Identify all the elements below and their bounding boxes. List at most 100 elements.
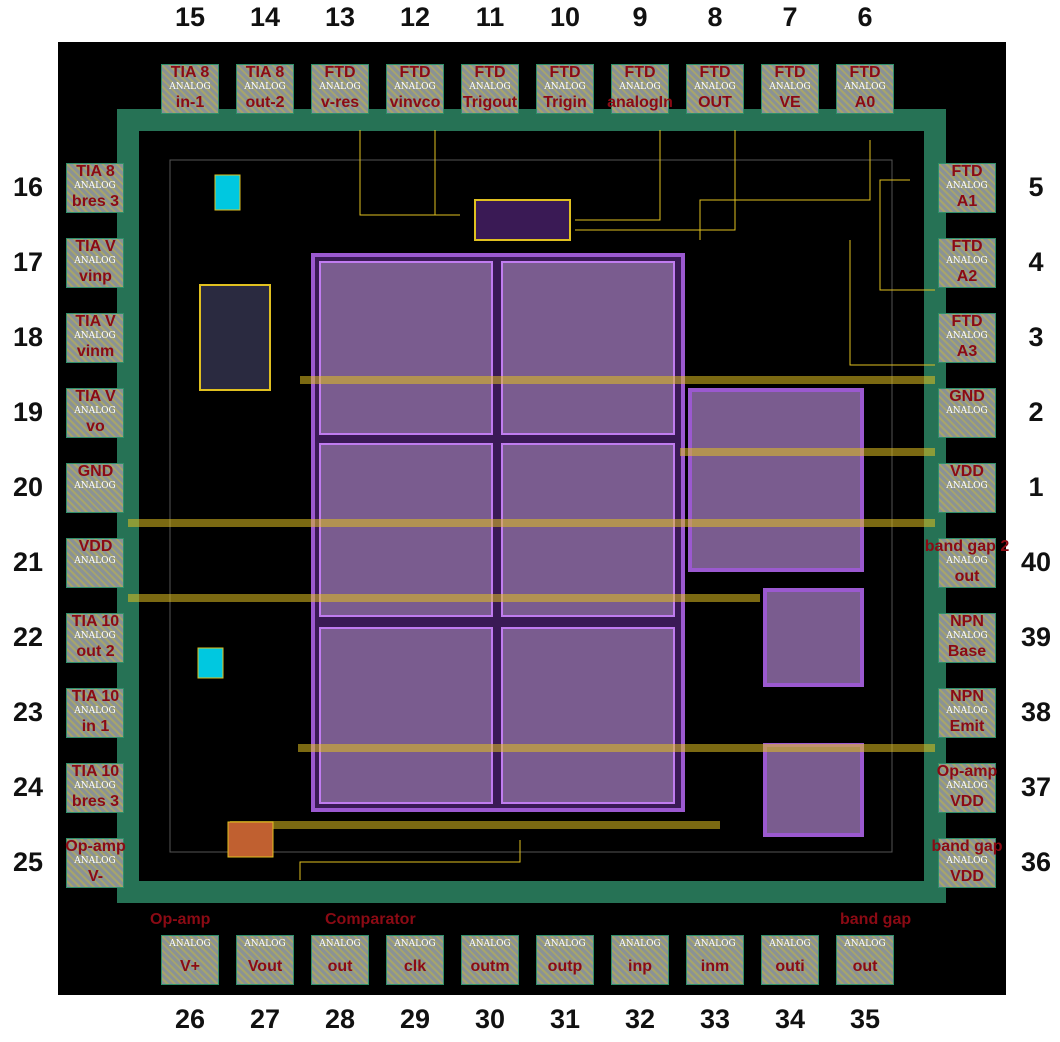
bond-pad: ANALOG — [536, 935, 594, 985]
pad-number: 40 — [1020, 547, 1052, 577]
pad-label-line2: A3 — [956, 343, 978, 360]
pad-number: 30 — [474, 1004, 506, 1034]
pad-type-label: ANALOG — [619, 939, 661, 949]
pad-label-line2: bres 3 — [71, 193, 120, 210]
pad-number: 15 — [174, 2, 206, 32]
pad-number: 2 — [1028, 397, 1044, 427]
pad-label-line1: FTD — [849, 64, 881, 81]
bond-pad: ANALOG — [66, 463, 124, 513]
pad-label: V+ — [153, 958, 227, 975]
bond-pad: ANALOG — [66, 613, 124, 663]
pad-type-label: ANALOG — [394, 939, 436, 949]
bond-pad: ANALOG — [161, 935, 219, 985]
pad-label-line2: bres 3 — [71, 793, 120, 810]
pad-label: inm — [678, 958, 752, 975]
bond-pad: ANALOG — [66, 838, 124, 888]
pad-type-label: ANALOG — [946, 856, 988, 866]
pad-number: 12 — [399, 2, 431, 32]
pad-type-label: ANALOG — [544, 939, 586, 949]
pad-type-label: ANALOG — [946, 631, 988, 641]
pad-type-label: ANALOG — [394, 82, 436, 92]
metal-buses — [128, 376, 935, 829]
pad-label-line1: band gap — [931, 838, 1003, 855]
pad-type-label: ANALOG — [169, 939, 211, 949]
pad-number: 25 — [12, 847, 44, 877]
pad-label: outi — [753, 958, 827, 975]
pad-number: 24 — [12, 772, 44, 802]
bond-pad: ANALOG — [686, 64, 744, 114]
pad-label-line2: out 2 — [76, 643, 115, 660]
bond-pad: ANALOG — [236, 935, 294, 985]
pad-label-line1: inp — [628, 958, 652, 975]
array-quadrant — [501, 627, 675, 804]
pad-label: Vout — [228, 958, 302, 975]
pad-type-label: ANALOG — [946, 406, 988, 416]
pad-label-line2: Trigout — [462, 94, 518, 111]
pad-number: 5 — [1028, 172, 1044, 202]
array-quadrant — [319, 261, 493, 435]
pad-label-line1: FTD — [549, 64, 581, 81]
pad-label: VDD — [922, 463, 1012, 493]
npn-block — [763, 588, 864, 687]
pad-label-line1: Op-amp — [65, 838, 126, 855]
pad-type-label: ANALOG — [469, 939, 511, 949]
pad-label-line1: TIA 10 — [71, 688, 120, 705]
pad-label-line1: FTD — [951, 313, 983, 330]
pad-type-label: ANALOG — [74, 256, 116, 266]
pad-label-line1: TIA V — [75, 313, 116, 330]
pad-number: 33 — [699, 1004, 731, 1034]
pad-label: GND — [922, 388, 1012, 418]
bond-pad: ANALOG — [66, 538, 124, 588]
pad-label-line2: in-1 — [175, 94, 205, 111]
pad-number: 31 — [549, 1004, 581, 1034]
pad-label-line1: GND — [77, 463, 114, 480]
pad-label-line2: A1 — [956, 193, 978, 210]
pad-label-line2: vinvco — [389, 94, 441, 111]
pad-label-line1: FTD — [951, 163, 983, 180]
pad-label-line2: VDD — [950, 868, 984, 885]
pad-number: 29 — [399, 1004, 431, 1034]
pad-type-label: ANALOG — [946, 706, 988, 716]
pad-number: 16 — [12, 172, 44, 202]
main-array — [311, 253, 685, 812]
bond-pad: ANALOG — [311, 935, 369, 985]
pad-label-line2: vinp — [79, 268, 112, 285]
pad-label: inp — [603, 958, 677, 975]
pad-label-line2: in 1 — [81, 718, 110, 735]
pad-number: 14 — [249, 2, 281, 32]
pad-label-line2: OUT — [698, 94, 732, 111]
bond-pad: ANALOG — [66, 313, 124, 363]
pad-type-label: ANALOG — [244, 939, 286, 949]
pad-type-label: ANALOG — [694, 82, 736, 92]
pad-label-line2: analogIn — [607, 94, 673, 111]
signal-routes — [299, 130, 935, 880]
seal-ring — [117, 109, 946, 903]
pad-type-label: ANALOG — [74, 481, 116, 491]
pad-number: 7 — [782, 2, 798, 32]
bond-pad: ANALOG — [938, 313, 996, 363]
bond-pad: ANALOG — [938, 688, 996, 738]
bottom-group-bandgap: band gap — [840, 911, 912, 928]
pad-number: 17 — [12, 247, 44, 277]
bond-pad: ANALOG — [836, 935, 894, 985]
pad-label-line1: out — [852, 958, 878, 975]
ftd-block — [474, 199, 571, 241]
pad-type-label: ANALOG — [946, 481, 988, 491]
pad-label-line1: TIA 10 — [71, 613, 120, 630]
tia8-block — [214, 174, 241, 211]
core-boundary — [169, 159, 893, 853]
pad-label-line2: VE — [779, 94, 801, 111]
bond-pad: ANALOG — [938, 613, 996, 663]
pad-type-label: ANALOG — [244, 82, 286, 92]
pad-label-line1: TIA V — [75, 388, 116, 405]
pad-label-line1: V+ — [179, 958, 200, 975]
bond-pad: ANALOG — [611, 935, 669, 985]
pad-number: 39 — [1020, 622, 1052, 652]
